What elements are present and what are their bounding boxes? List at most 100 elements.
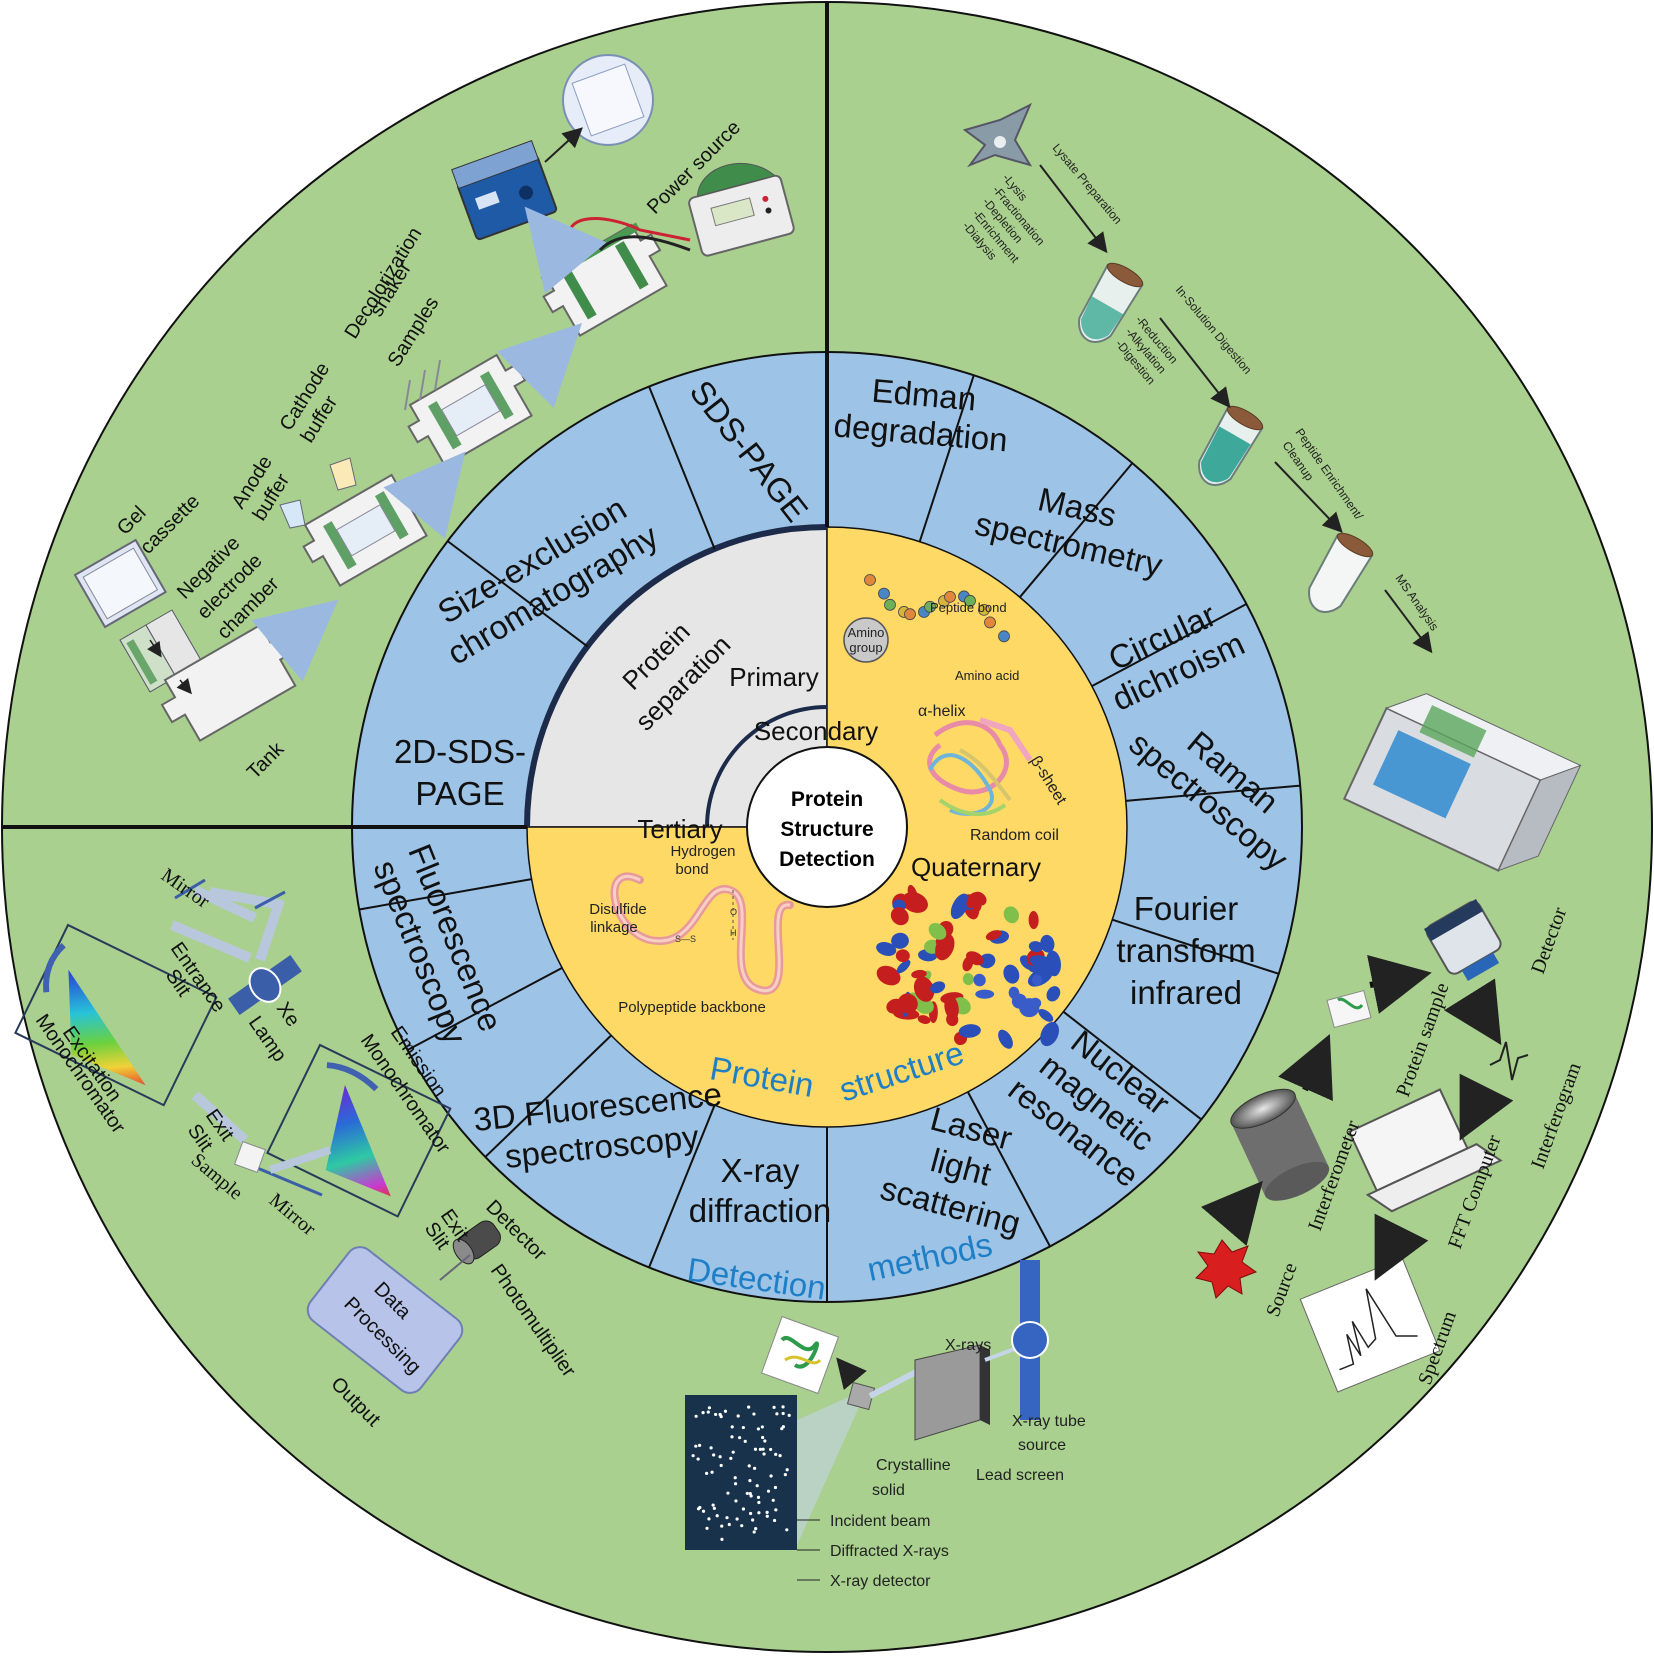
segment-2d-sds-page[interactable]: 2D-SDS- PAGE — [394, 733, 526, 812]
center-line-2: Structure — [780, 818, 873, 841]
segment-divider-3 — [918, 374, 975, 542]
center-circle — [746, 746, 908, 908]
diffraction-spot — [747, 1464, 751, 1468]
diffraction-spot — [772, 1518, 777, 1523]
diffraction-spot — [694, 1414, 698, 1418]
amino-group-line-2: group — [849, 640, 882, 655]
segment-ftir[interactable]: Fourier transform infrared — [1116, 890, 1255, 1011]
diffraction-spot — [785, 1528, 789, 1532]
protein-subunit-blob — [891, 932, 909, 949]
diffraction-spot — [720, 1524, 724, 1528]
diffraction-spot — [769, 1474, 773, 1478]
crystal-line-1: Crystalline — [876, 1457, 951, 1474]
sds-page-panel — [73, 54, 795, 742]
primary-label: Primary — [729, 662, 819, 692]
diffraction-spot — [733, 1482, 738, 1486]
protein-subunit-blob — [911, 969, 927, 979]
diffraction-spot — [730, 1425, 734, 1429]
diffraction-spot — [711, 1503, 715, 1507]
diffraction-spot — [763, 1439, 767, 1443]
diffraction-spot — [730, 1435, 734, 1439]
segment-xray[interactable]: X-ray diffraction — [689, 1152, 831, 1229]
diffraction-spot — [752, 1530, 756, 1534]
hydrogen-line-1: Hydrogen — [670, 843, 735, 860]
protein-subunit-blob — [971, 893, 982, 913]
protein-subunit-blob — [1003, 906, 1019, 924]
protein-subunit-blob — [907, 884, 919, 906]
diffraction-spot — [775, 1412, 779, 1416]
diffraction-spot — [772, 1405, 776, 1409]
diffraction-spot — [707, 1517, 711, 1521]
diffraction-spot — [718, 1455, 722, 1459]
lead-screen-label: Lead screen — [976, 1467, 1064, 1484]
protein-subunit-blob — [913, 976, 935, 1002]
diffraction-spot — [694, 1444, 698, 1448]
diffraction-spot — [731, 1450, 735, 1454]
diffraction-spot — [747, 1405, 751, 1409]
segment-divider-1 — [447, 540, 589, 648]
protein-subunit-blob — [978, 953, 996, 969]
diffraction-spot — [745, 1491, 749, 1496]
diffraction-spot — [758, 1447, 762, 1451]
diffraction-spot — [751, 1518, 755, 1522]
amino-group-line-1: Amino — [848, 625, 885, 640]
diffraction-spot — [715, 1514, 719, 1518]
diffraction-spot — [771, 1498, 775, 1502]
diffraction-spot — [705, 1471, 709, 1476]
xray-detector-label: X-ray detector — [830, 1573, 931, 1590]
protein-subunit-blob — [1040, 934, 1055, 953]
diffraction-spot — [748, 1479, 752, 1483]
diffraction-spot — [765, 1514, 769, 1518]
diffraction-spot — [698, 1505, 702, 1510]
tertiary-label: Tertiary — [637, 814, 722, 844]
diffraction-spot — [785, 1468, 789, 1472]
ftir-line-2: transform — [1116, 932, 1255, 969]
segment-divider-7 — [1112, 918, 1280, 975]
protein-subunit-blob — [946, 1012, 959, 1027]
protein-subunit-blob — [973, 973, 986, 987]
diffraction-spot — [780, 1427, 784, 1431]
protein-subunit-blob — [1028, 941, 1044, 953]
quaternary-structure-illustration — [876, 884, 1061, 1049]
diffraction-spot — [723, 1409, 728, 1413]
amino-acid-bead — [944, 590, 956, 603]
diffraction-spot — [743, 1439, 747, 1443]
diffraction-spot — [787, 1413, 791, 1417]
protein-subunit-blob — [1046, 986, 1061, 1002]
diffraction-spot — [738, 1436, 742, 1440]
ftir-line-3: infrared — [1130, 974, 1242, 1011]
protein-subunit-blob — [1019, 998, 1040, 1018]
protein-subunit-blob — [935, 933, 955, 961]
disulfide-line-1: Disulfide — [589, 901, 647, 918]
amino-acid-bead — [878, 587, 890, 600]
diffraction-spot — [774, 1508, 778, 1512]
protein-subunit-blob — [975, 989, 995, 999]
protein-subunit-blob — [890, 907, 909, 926]
protein-subunit-blob — [915, 998, 934, 1014]
protein-subunit-blob — [1003, 964, 1020, 984]
diffraction-spot — [733, 1476, 737, 1480]
diffraction-spot — [778, 1454, 782, 1458]
diffraction-spot — [753, 1466, 757, 1470]
protein-subunit-blob — [1038, 1008, 1054, 1022]
amino-acid-bead — [924, 600, 936, 613]
protein-subunit-blob — [1032, 974, 1042, 987]
diffraction-spot — [753, 1447, 758, 1451]
diffraction-spot — [706, 1410, 710, 1414]
amino-acid-bead — [904, 608, 916, 621]
segment-divider-6 — [1125, 784, 1301, 802]
protein-subunit-blob — [876, 941, 897, 956]
svg-text:O: O — [730, 907, 737, 917]
diffraction-spot — [691, 1454, 695, 1458]
diffraction-spot — [727, 1522, 731, 1527]
diffraction-spot — [748, 1511, 753, 1516]
incident-label: Incident beam — [830, 1513, 931, 1530]
diffraction-spot — [774, 1452, 778, 1456]
alpha-helix-label: α-helix — [918, 703, 965, 720]
diffraction-spot — [696, 1457, 700, 1461]
amino-acid-bead — [864, 574, 876, 586]
diffraction-spot — [781, 1405, 785, 1409]
diffraction-spot — [754, 1527, 758, 1531]
protein-subunit-blob — [896, 959, 911, 974]
protein-subunit-blob — [917, 1015, 931, 1024]
